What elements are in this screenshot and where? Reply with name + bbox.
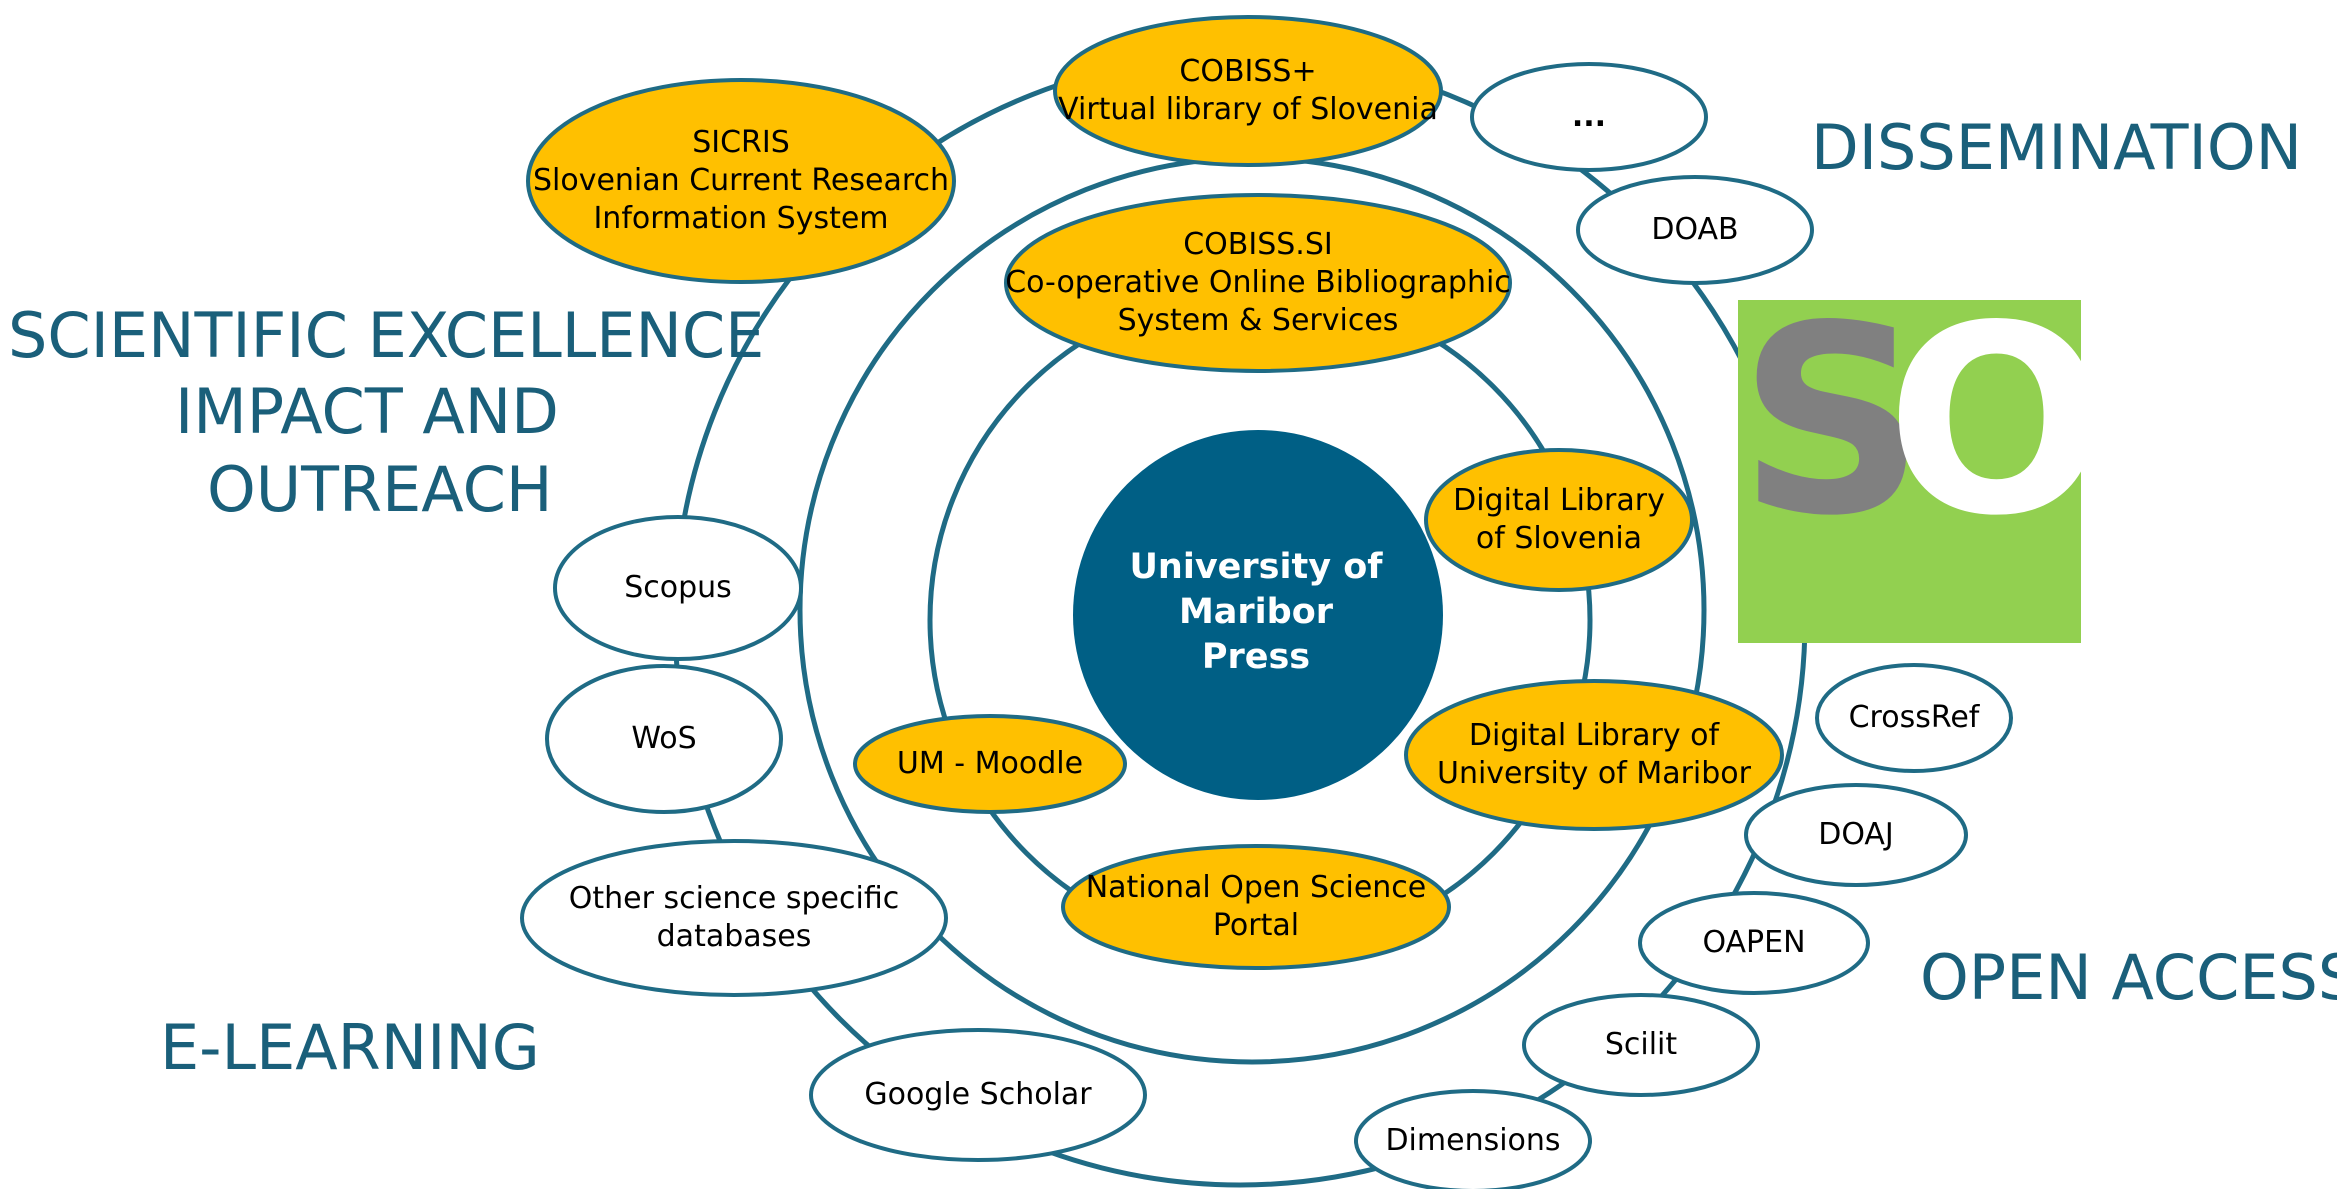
node-wos[interactable]: WoS xyxy=(545,664,783,814)
so-logo: S O xyxy=(1738,300,2081,643)
node-oapen-shape xyxy=(1638,891,1870,995)
node-more-label-line-1: ... xyxy=(1572,99,1606,134)
node-dls-shape xyxy=(1424,448,1694,592)
heading-open-access: OPEN ACCESS xyxy=(1920,941,2337,1014)
heading-outreach: OUTREACH xyxy=(207,453,553,526)
node-more-shape xyxy=(1470,62,1708,172)
node-doab-label-line-1: DOAB xyxy=(1651,212,1738,247)
node-nosp-label-line-2: Portal xyxy=(1213,908,1299,943)
node-dls-label-line-1: Digital Library xyxy=(1453,483,1665,518)
node-sicris-label-line-2: Slovenian Current Research xyxy=(533,163,949,198)
heading-scientific-excellence: SCIENTIFIC EXCELLENCE xyxy=(8,299,765,372)
node-doab[interactable]: DOAB xyxy=(1576,175,1814,285)
node-cobiss-plus-label: COBISS+Virtual library of Slovenia xyxy=(1058,54,1438,127)
heading-dissemination: DISSEMINATION xyxy=(1811,111,2303,184)
node-sicris-shape xyxy=(526,78,956,284)
node-other-db-label-line-1: Other science specific xyxy=(569,881,899,916)
center-label: University of Maribor Press xyxy=(1076,545,1436,680)
node-oapen[interactable]: OAPEN xyxy=(1638,891,1870,995)
node-dls-label-line-2: of Slovenia xyxy=(1476,521,1642,556)
node-doaj-shape xyxy=(1744,783,1968,887)
heading-e-learning: E-LEARNING xyxy=(160,1011,540,1084)
node-other-db-label-line-2: databases xyxy=(657,919,812,954)
node-sicris-label-line-1: SICRIS xyxy=(692,125,790,160)
center-label-line-3: Press xyxy=(1201,637,1311,677)
node-cobiss-si-shape xyxy=(1004,193,1512,373)
node-um-moodle-label-line-1: UM - Moodle xyxy=(897,746,1083,781)
node-dimensions-label: Dimensions xyxy=(1385,1123,1560,1158)
node-google-scholar[interactable]: Google Scholar xyxy=(809,1028,1147,1162)
node-cobiss-si-label-line-3: System & Services xyxy=(1118,303,1399,338)
center-disc xyxy=(1073,430,1443,800)
node-cobiss-plus[interactable]: COBISS+Virtual library of Slovenia xyxy=(1053,15,1443,167)
node-um-moodle[interactable]: UM - Moodle xyxy=(853,714,1127,814)
node-cobiss-plus-label-line-1: COBISS+ xyxy=(1179,54,1316,89)
node-dkum-label-line-1: Digital Library of xyxy=(1469,718,1721,753)
node-sicris-label-line-3: Information System xyxy=(593,201,888,236)
node-crossref-label-line-1: CrossRef xyxy=(1849,700,1981,735)
node-dimensions-label-line-1: Dimensions xyxy=(1385,1123,1560,1158)
node-scilit-label: Scilit xyxy=(1605,1027,1678,1062)
node-crossref[interactable]: CrossRef xyxy=(1815,663,2013,773)
node-crossref-shape xyxy=(1815,663,2013,773)
node-doab-shape xyxy=(1576,175,1814,285)
node-scopus-shape xyxy=(553,515,803,661)
node-um-moodle-shape xyxy=(853,714,1127,814)
node-scilit[interactable]: Scilit xyxy=(1522,993,1760,1097)
center-label-line-2: Maribor xyxy=(1178,592,1334,632)
node-scilit-shape xyxy=(1522,993,1760,1097)
node-nosp-shape xyxy=(1061,844,1451,970)
node-wos-label-line-1: WoS xyxy=(631,721,696,756)
node-um-moodle-label: UM - Moodle xyxy=(897,746,1083,781)
node-wos-label: WoS xyxy=(631,721,696,756)
node-cobiss-si-label-line-2: Co-operative Online Bibliographic xyxy=(1005,265,1511,300)
node-doaj[interactable]: DOAJ xyxy=(1744,783,1968,887)
node-more[interactable]: ... xyxy=(1470,62,1708,172)
node-dkum-shape xyxy=(1404,679,1784,831)
node-cobiss-si-label-line-1: COBISS.SI xyxy=(1183,227,1333,262)
node-scopus-label: Scopus xyxy=(624,570,732,605)
node-oapen-label: OAPEN xyxy=(1702,925,1805,960)
node-doaj-label-line-1: DOAJ xyxy=(1818,817,1894,852)
node-scilit-label-line-1: Scilit xyxy=(1605,1027,1678,1062)
center-label-line-1: University of xyxy=(1129,547,1383,587)
node-crossref-label: CrossRef xyxy=(1849,700,1981,735)
node-cobiss-plus-label-line-2: Virtual library of Slovenia xyxy=(1058,92,1438,127)
heading-impact-and: IMPACT AND xyxy=(175,375,559,448)
so-logo-letter-o: O xyxy=(1886,300,2081,573)
node-doab-label: DOAB xyxy=(1651,212,1738,247)
node-google-scholar-label-line-1: Google Scholar xyxy=(864,1077,1092,1112)
node-wos-shape xyxy=(545,664,783,814)
node-oapen-label-line-1: OAPEN xyxy=(1702,925,1805,960)
node-cobiss-plus-shape xyxy=(1053,15,1443,167)
node-google-scholar-shape xyxy=(809,1028,1147,1162)
node-nosp-label-line-1: National Open Science xyxy=(1086,870,1427,905)
node-google-scholar-label: Google Scholar xyxy=(864,1077,1092,1112)
node-scopus-label-line-1: Scopus xyxy=(624,570,732,605)
node-dkum-label-line-2: University of Maribor xyxy=(1437,756,1752,791)
node-more-label: ... xyxy=(1572,99,1606,134)
node-dimensions[interactable]: Dimensions xyxy=(1354,1089,1592,1193)
node-doaj-label: DOAJ xyxy=(1818,817,1894,852)
so-logo-letter-s: S xyxy=(1738,300,1926,573)
node-other-db-shape xyxy=(520,839,948,997)
node-scopus[interactable]: Scopus xyxy=(553,515,803,661)
